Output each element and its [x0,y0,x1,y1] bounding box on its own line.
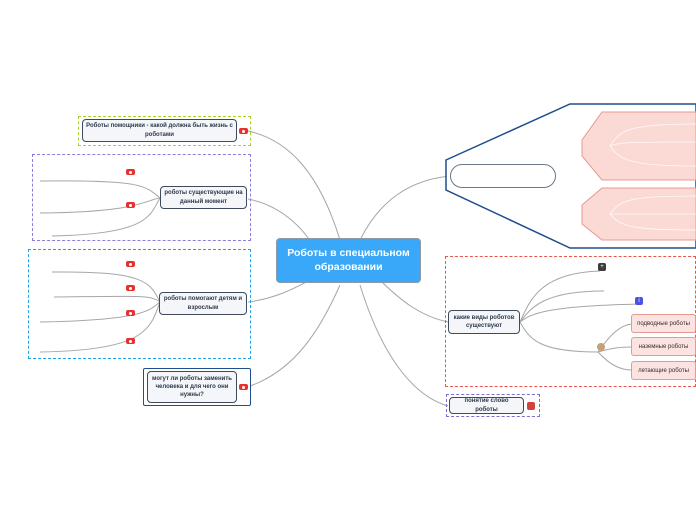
frame-lavender [32,154,251,241]
info-icon[interactable]: i [635,297,643,305]
branch-robots-help[interactable]: роботы помогают детям и взрослым [159,292,247,315]
attachment-icon[interactable] [126,285,135,291]
branch-replace-human[interactable]: могут ли роботы заменить человека и для … [147,371,237,403]
frame-lime [78,116,251,146]
branch-robot-helpers[interactable]: Роботы помощники - какой должна быть жиз… [82,119,237,142]
attachment-icon[interactable] [126,169,135,175]
user-icon[interactable] [597,343,605,351]
type-flying[interactable]: летающие роботы [631,361,696,380]
plus-icon[interactable]: + [598,263,606,271]
attachment-icon[interactable] [126,202,135,208]
attachment-icon[interactable] [126,310,135,316]
central-title: Роботы в специальном образовании [287,247,410,273]
attachment-icon[interactable] [239,128,248,134]
callout-node[interactable] [450,164,556,188]
central-topic[interactable]: Роботы в специальном образовании [276,238,421,283]
frame-purple [446,394,540,417]
attachment-icon[interactable] [126,261,135,267]
callout-section-top [581,111,696,181]
attachment-icon[interactable] [239,384,248,390]
branch-existing-robots[interactable]: роботы существующие на данный момент [160,186,247,209]
branch-robot-types[interactable]: какие виды роботов существуют [448,310,520,334]
type-ground[interactable]: наземные роботы [631,337,696,356]
attachment-icon[interactable] [126,338,135,344]
frame-navy [143,368,251,406]
frame-blue [28,249,251,359]
type-underwater[interactable]: подводные роботы [631,314,696,333]
attachment-icon[interactable] [527,402,535,410]
branch-robot-concept[interactable]: понятие слово роботы [449,397,524,414]
